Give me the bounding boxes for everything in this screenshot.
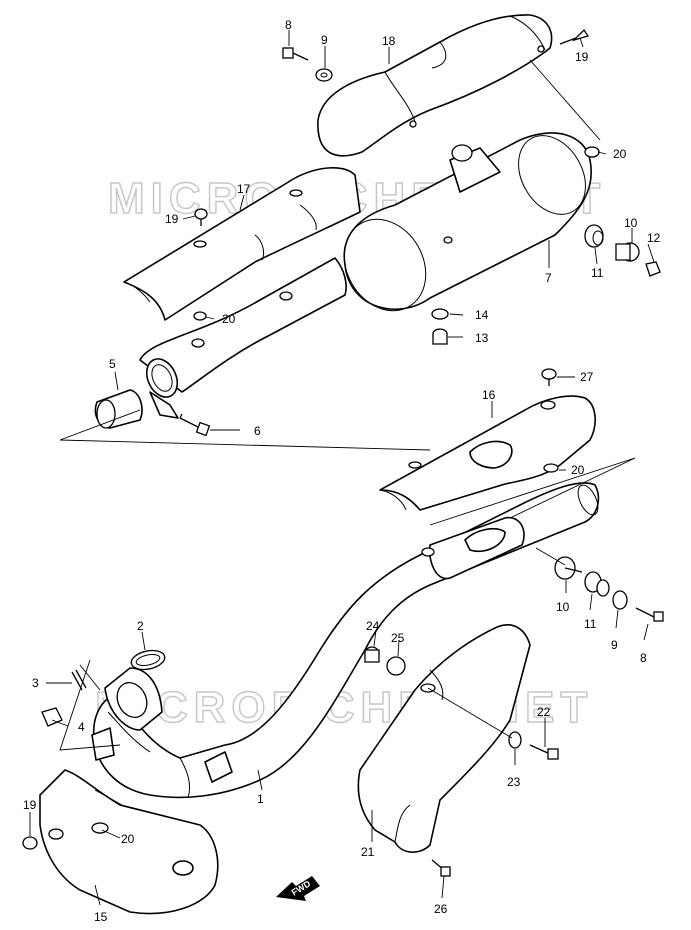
stud-bolt[interactable]	[71, 669, 87, 691]
callout-25: 25	[391, 631, 405, 645]
callout-17: 17	[237, 182, 251, 196]
muffler-upper-cover[interactable]	[317, 14, 553, 157]
collar-10-upper[interactable]	[615, 242, 640, 262]
grommet-11-lower[interactable]	[584, 571, 610, 597]
grommet-11-upper[interactable]	[584, 224, 604, 248]
exhaust-lower-heat-shield[interactable]	[39, 769, 219, 915]
washer-14[interactable]	[431, 308, 449, 320]
callout-21: 21	[361, 845, 375, 859]
callout-4: 4	[78, 720, 85, 734]
callout-19-lower: 19	[23, 798, 37, 812]
washer-9-upper[interactable]	[315, 68, 333, 82]
callout-9-upper: 9	[321, 33, 328, 47]
callout-19-mid: 19	[165, 212, 179, 226]
muffler-body[interactable]	[139, 124, 599, 419]
leader-lines	[29, 30, 655, 906]
fwd-direction-badge: FWD	[276, 876, 320, 901]
callout-6: 6	[254, 424, 261, 438]
screw-27[interactable]	[541, 368, 557, 386]
exhaust-gasket[interactable]	[130, 648, 167, 673]
collar-10-lower[interactable]	[554, 556, 583, 580]
screw-19-lower[interactable]	[22, 836, 38, 850]
callout-13: 13	[475, 331, 489, 345]
washer-20-c[interactable]	[543, 463, 559, 473]
callout-9-lower: 9	[611, 638, 618, 652]
exhaust-side-heat-shield[interactable]	[357, 624, 531, 853]
washer-23[interactable]	[508, 731, 522, 749]
pipe-connector-gasket[interactable]	[94, 389, 143, 429]
flange-nut[interactable]	[41, 707, 63, 727]
callout-12: 12	[647, 231, 661, 245]
callout-23: 23	[507, 775, 521, 789]
exhaust-pipe[interactable]	[91, 482, 602, 799]
callout-27: 27	[580, 370, 594, 384]
bolt-8-upper[interactable]	[282, 47, 309, 61]
callout-14: 14	[475, 308, 489, 322]
bolt-8-lower[interactable]	[635, 607, 664, 622]
callout-11-lower: 11	[584, 617, 597, 631]
callout-20-a: 20	[613, 147, 627, 161]
callout-1: 1	[257, 792, 264, 806]
callout-24: 24	[366, 619, 380, 633]
callout-10-lower: 10	[556, 600, 570, 614]
callout-19-upper: 19	[575, 50, 589, 64]
damper-13[interactable]	[432, 328, 448, 345]
callout-20-d: 20	[121, 832, 135, 846]
bolt-22[interactable]	[529, 744, 559, 760]
collar-24[interactable]	[364, 646, 380, 663]
callout-8-upper: 8	[285, 18, 292, 32]
bolt-19-upper[interactable]	[559, 28, 590, 45]
callout-3: 3	[32, 676, 39, 690]
callout-18: 18	[382, 34, 396, 48]
callout-11-upper: 11	[591, 266, 604, 280]
exhaust-flange[interactable]	[104, 667, 163, 731]
callout-20-c: 20	[571, 463, 585, 477]
muffler-heat-shield[interactable]	[123, 166, 361, 321]
callout-22: 22	[537, 705, 551, 719]
callout-26: 26	[434, 902, 448, 916]
callout-16: 16	[482, 388, 496, 402]
callout-2: 2	[137, 619, 144, 633]
washer-9-lower[interactable]	[612, 590, 628, 610]
callout-7: 7	[545, 271, 552, 285]
bolt-26[interactable]	[431, 859, 451, 877]
callout-5: 5	[109, 357, 116, 371]
exhaust-heat-shield-mid[interactable]	[379, 395, 596, 511]
washer-20-b[interactable]	[193, 311, 207, 321]
screw-19-mid[interactable]	[194, 208, 208, 226]
callout-10-upper: 10	[624, 216, 638, 230]
callout-20-b: 20	[222, 312, 236, 326]
arrow-left-icon	[276, 876, 320, 901]
callouts: 8 9 18 19 20 17 19 10 12 11 7 14 20 13 5…	[23, 18, 661, 924]
bolt-6[interactable]	[179, 413, 211, 437]
nut-12[interactable]	[645, 261, 661, 277]
washer-20-a[interactable]	[584, 146, 600, 158]
grommet-25[interactable]	[386, 656, 406, 676]
callout-15: 15	[94, 910, 108, 924]
callout-8-lower: 8	[640, 651, 647, 665]
